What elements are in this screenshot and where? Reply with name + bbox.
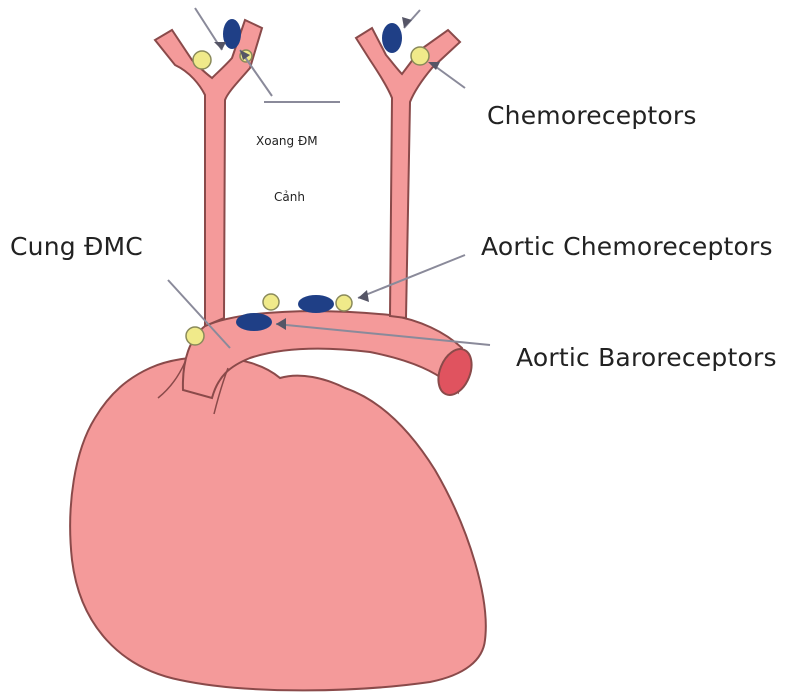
label-chemoreceptors: Chemoreceptors (487, 101, 697, 130)
label-carotid-sinus-line2: Cảnh (274, 190, 305, 204)
right-carotid-artery (356, 28, 460, 318)
carotid-sinus-right (411, 47, 429, 65)
pointer-arrowhead (358, 290, 369, 302)
pointer-arrowhead (214, 42, 226, 50)
aortic-receptor-yellow (263, 294, 279, 310)
pointer-arrowhead (402, 17, 412, 28)
carotid-body-right (382, 23, 402, 53)
carotid-sinus-left (193, 51, 211, 69)
aortic-receptor-yellow (336, 295, 352, 311)
label-carotid-sinus-line1: Xoang ĐM (256, 134, 318, 148)
label-aortic-arch: Cung ĐMC (10, 232, 143, 261)
aortic-baroreceptor-blue (236, 313, 272, 331)
aortic-chemoreceptor-blue (298, 295, 334, 313)
carotid-body-left (223, 19, 241, 49)
pointer-line (358, 255, 465, 298)
heart (70, 357, 486, 690)
aortic-arch-receptor (186, 327, 204, 345)
label-aortic-chemoreceptors: Aortic Chemoreceptors (481, 232, 773, 261)
label-aortic-baroreceptors: Aortic Baroreceptors (516, 343, 777, 372)
